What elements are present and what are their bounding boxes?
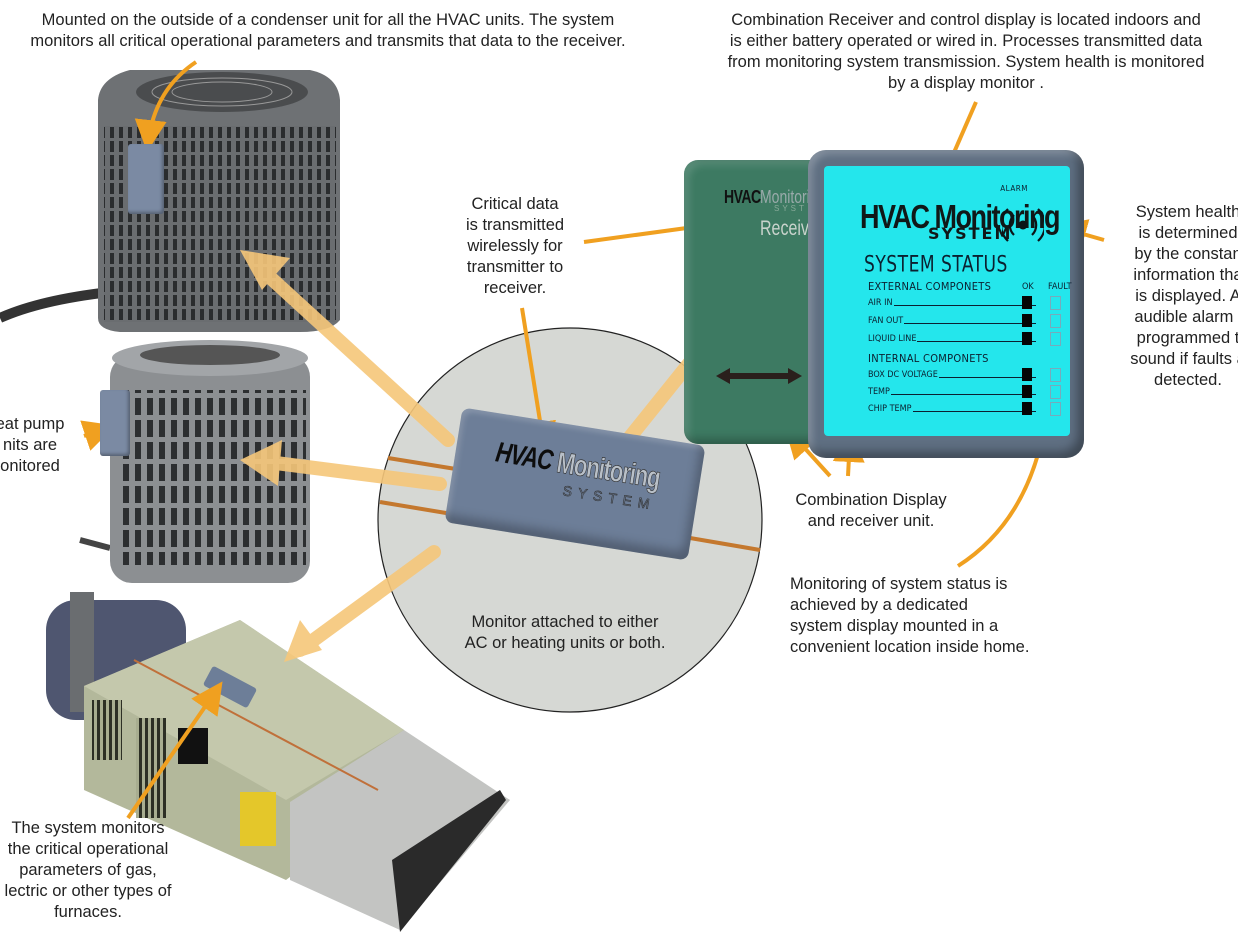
display-subtitle: SYSTEM [928,224,1013,243]
status-row-label: LIQUID LINE [868,334,917,344]
caption-monitor-attached: Monitor attached to either AC or heating… [464,613,666,652]
refrigerant-lines [379,456,761,552]
ok-indicator [1022,385,1032,398]
ok-column-header: OK [1022,282,1034,292]
status-row-fan-out: FAN OUT [868,314,1038,326]
receiver-subtitle: SYST [774,204,807,213]
caption-combination-unit: Combination Display and receiver unit. [795,491,947,530]
ok-indicator [1022,314,1032,327]
caption-receiver-display: Combination Receiver and control display… [727,11,1205,92]
fault-indicator [1050,402,1061,416]
status-row-label: FAN OUT [868,316,904,326]
external-components-heading: EXTERNAL COMPONETS [868,280,992,293]
caption-system-health: System health is determined by the const… [1130,203,1238,389]
status-row-label: TEMP [868,387,890,397]
internal-components-heading: INTERNAL COMPONETS [868,352,989,365]
fault-column-header: FAULT [1048,282,1072,292]
display-title: HVAC Monitoring [860,198,1060,236]
alarm-signal-icon [1002,208,1044,242]
ok-indicator [1022,402,1032,415]
furnace-unit [46,592,510,932]
condenser-monitor-tag [128,144,164,214]
status-row-box-dc-voltage: BOX DC VOLTAGE [868,368,1038,380]
display-unit: HVAC Monitoring SYSTEM ALARM SYSTEM STAT… [808,150,1084,458]
fault-indicator [1050,368,1061,382]
status-row-air-in: AIR IN [868,296,1038,308]
ok-indicator [1022,368,1032,381]
fault-indicator [1050,314,1061,328]
caption-critical-data: Critical data is transmitted wirelessly … [465,195,565,297]
status-row-label: AIR IN [868,298,893,308]
fault-indicator [1050,296,1061,310]
fault-indicator [1050,385,1061,399]
heat-pump-monitor-tag [100,390,130,456]
transmitter-brand: HVAC [493,435,555,477]
status-row-chip-temp: CHIP TEMP [868,402,1038,414]
alarm-label: ALARM [1000,184,1028,193]
display-screen: HVAC Monitoring SYSTEM ALARM SYSTEM STAT… [824,166,1072,436]
caption-status-display: Monitoring of system status is achieved … [790,575,1030,656]
fault-indicator [1050,332,1061,346]
ok-indicator [1022,296,1032,309]
receiver-label: Receive [760,218,818,241]
receiver-product: Monitori [760,186,810,207]
caption-furnace: The system monitors the critical operati… [4,819,172,921]
caption-heat-pump: eat pump nits are onitored [0,415,65,475]
status-row-temp: TEMP [868,385,1038,397]
caption-condenser: Mounted on the outside of a condenser un… [30,11,626,50]
status-row-label: CHIP TEMP [868,404,912,414]
status-row-label: BOX DC VOLTAGE [868,370,938,380]
system-status-heading: SYSTEM STATUS [864,252,1008,278]
ok-indicator [1022,332,1032,345]
status-row-liquid-line: LIQUID LINE [868,332,1038,344]
bidirectional-arrow-icon [716,368,802,384]
receiver-brand: HVAC [724,186,761,207]
